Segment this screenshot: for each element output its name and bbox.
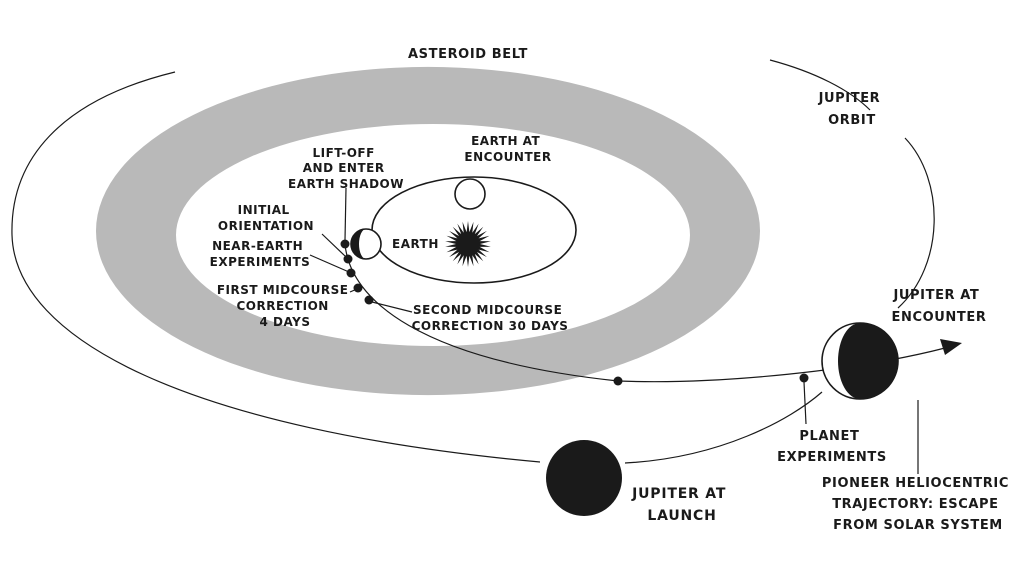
jupiter-orbit-label: JUPITER ORBIT [818, 91, 886, 128]
sun-icon [445, 221, 491, 267]
initial-orientation-label: INITIAL ORIENTATION [218, 203, 314, 233]
jupiter-at-launch-planet [546, 440, 622, 516]
earth-planet [350, 228, 382, 260]
near-earth-experiments-point [346, 268, 356, 278]
jupiter-at-launch-label: JUPITER AT LAUNCH [631, 486, 732, 524]
asteroid-belt-label: ASTEROID BELT [408, 47, 528, 62]
mid-trajectory-point [613, 376, 623, 386]
second-midcourse-point [364, 295, 374, 305]
near-earth-experiments-label: NEAR-EARTH EXPERIMENTS [210, 239, 311, 269]
leader-lines [309, 187, 919, 474]
sun-core [457, 233, 479, 255]
planet-experiments-point [799, 373, 809, 383]
jupiter-at-encounter-label: JUPITER AT ENCOUNTER [892, 288, 987, 325]
earth-label: EARTH [392, 237, 439, 251]
first-midcourse-label: FIRST MIDCOURSE CORRECTION 4 DAYS [217, 283, 353, 329]
lift-off-point [340, 239, 350, 249]
text-labels: ASTEROID BELT JUPITER ORBIT EARTH AT ENC… [210, 47, 1014, 533]
pioneer-trajectory-label: PIONEER HELIOCENTRIC TRAJECTORY: ESCAPE … [822, 476, 1014, 533]
asteroid-belt [95, 66, 761, 396]
earth-at-encounter-planet [454, 178, 486, 210]
initial-orientation-point [343, 254, 353, 264]
jupiter-orbit [11, 59, 935, 464]
lift-off-label: LIFT-OFF AND ENTER EARTH SHADOW [288, 146, 404, 191]
earth-at-encounter-label: EARTH AT ENCOUNTER [464, 134, 551, 164]
trajectory-points [340, 239, 809, 386]
jupiter-at-encounter-planet [821, 322, 899, 400]
trajectory-arrowhead [940, 339, 962, 355]
planet-experiments-label: PLANET EXPERIMENTS [777, 429, 887, 465]
second-midcourse-label: SECOND MIDCOURSE CORRECTION 30 DAYS [412, 303, 569, 333]
first-midcourse-point [353, 283, 363, 293]
